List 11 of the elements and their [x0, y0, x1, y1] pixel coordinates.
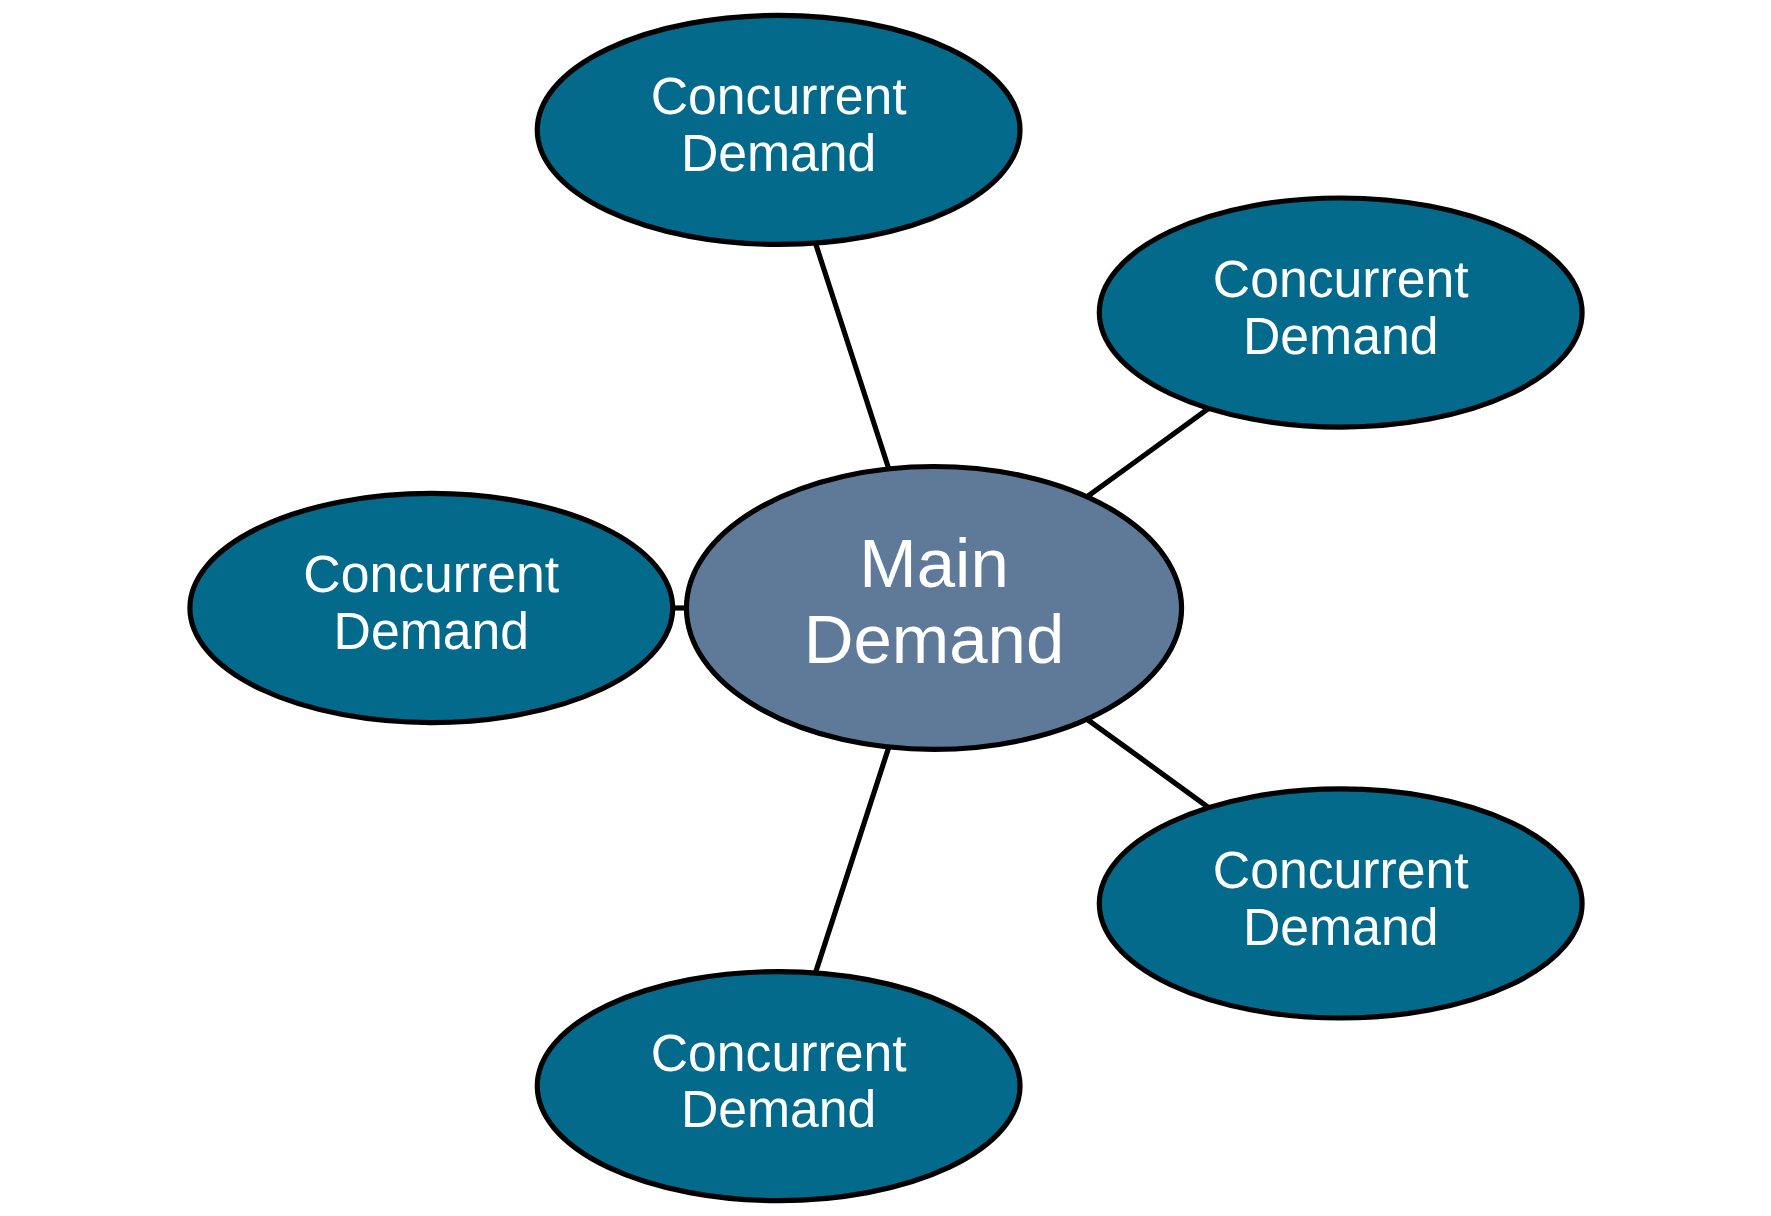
connector	[812, 243, 891, 470]
connector	[672, 605, 686, 611]
node-ellipse: Concurrent Demand	[534, 968, 1023, 1204]
connector	[1085, 406, 1210, 499]
connector	[1085, 717, 1210, 810]
node-ellipse: Concurrent Demand	[1096, 195, 1585, 430]
node-ellipse: Concurrent Demand	[1096, 786, 1585, 1021]
node-ellipse: Main Demand	[683, 463, 1184, 753]
connector	[812, 746, 891, 973]
node-ellipse: Concurrent Demand	[186, 490, 675, 726]
node-ellipse: Concurrent Demand	[534, 12, 1023, 248]
